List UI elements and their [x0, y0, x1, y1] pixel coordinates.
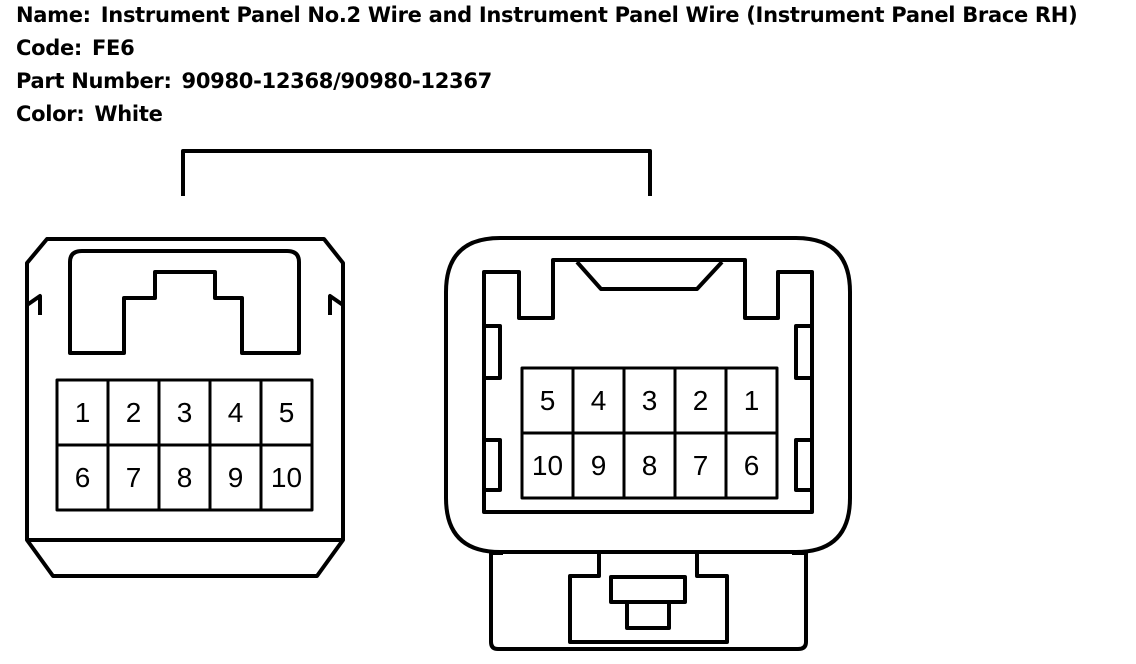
code-value: FE6	[92, 36, 135, 60]
left-pin-number: 7	[126, 462, 142, 493]
right-pin-number: 8	[642, 450, 658, 481]
left-pin-number: 1	[75, 397, 91, 428]
part-number-value: 90980-12368/90980-12367	[181, 69, 493, 93]
color-label: Color:	[16, 102, 85, 126]
right-pin-cell	[571, 431, 626, 500]
left-pin-number: 6	[75, 462, 91, 493]
right-latch-button	[609, 575, 687, 604]
right-pin-cell	[724, 366, 779, 435]
left-connector-lock	[68, 249, 301, 355]
color-line: Color: White	[16, 99, 1132, 132]
right-connector-cavity	[482, 258, 814, 514]
left-pin-number: 4	[228, 397, 244, 428]
left-pin-number: 3	[177, 397, 193, 428]
left-pin-number: 8	[177, 462, 193, 493]
name-label: Name:	[16, 3, 91, 27]
left-pin-number: 2	[126, 397, 142, 428]
left-connector-outline	[25, 237, 345, 578]
pairing-bracket	[181, 149, 652, 196]
right-pin-number: 4	[591, 385, 607, 416]
right-pin-number: 10	[532, 450, 563, 481]
right-pin-number: 5	[540, 385, 556, 416]
left-pin-cell	[157, 443, 212, 512]
right-pin-number: 3	[642, 385, 658, 416]
right-connector-latch	[489, 551, 808, 651]
right-pin-cell	[622, 431, 677, 500]
left-pin-number: 10	[271, 462, 302, 493]
right-pin-cell	[520, 366, 575, 435]
part-number-line: Part Number: 90980-12368/90980-12367	[16, 66, 1132, 99]
right-pin-grid: 5 4 3 2 1 10 9 8 7 6	[520, 366, 779, 500]
right-pin-number: 7	[693, 450, 709, 481]
right-side-slot-upper-left	[482, 324, 502, 380]
right-latch-inner	[625, 600, 671, 630]
code-label: Code:	[16, 36, 83, 60]
right-pin-cell	[724, 431, 779, 500]
part-number-label: Part Number:	[16, 69, 172, 93]
right-pin-number: 9	[591, 450, 607, 481]
left-pin-cell	[208, 443, 263, 512]
left-pin-cell	[55, 378, 110, 447]
right-side-slot-upper-right	[794, 324, 814, 380]
name-value: Instrument Panel No.2 Wire and Instrumen…	[100, 3, 1078, 27]
right-pin-number: 1	[744, 385, 760, 416]
right-connector: 5 4 3 2 1 10 9 8 7 6	[444, 236, 852, 651]
name-line: Name: Instrument Panel No.2 Wire and Inst…	[16, 0, 1132, 33]
right-side-slot-lower-left	[482, 438, 502, 492]
left-pin-number: 9	[228, 462, 244, 493]
right-pin-number: 2	[693, 385, 709, 416]
connector-header: Name: Instrument Panel No.2 Wire and Inst…	[16, 0, 1132, 132]
color-value: White	[94, 102, 163, 126]
right-side-notch	[328, 294, 345, 315]
right-side-slot-lower-right	[794, 438, 814, 492]
code-line: Code: FE6	[16, 33, 1132, 66]
left-connector: 1 2 3 4 5 6 7 8 9 10	[25, 237, 345, 578]
right-pin-number: 6	[744, 450, 760, 481]
left-pin-grid: 1 2 3 4 5 6 7 8 9 10	[55, 378, 314, 512]
left-pin-number: 5	[279, 397, 295, 428]
left-pin-cell	[259, 443, 314, 512]
left-side-notch	[25, 294, 42, 315]
left-pin-cell	[55, 443, 110, 512]
right-lock-tab	[575, 260, 724, 291]
